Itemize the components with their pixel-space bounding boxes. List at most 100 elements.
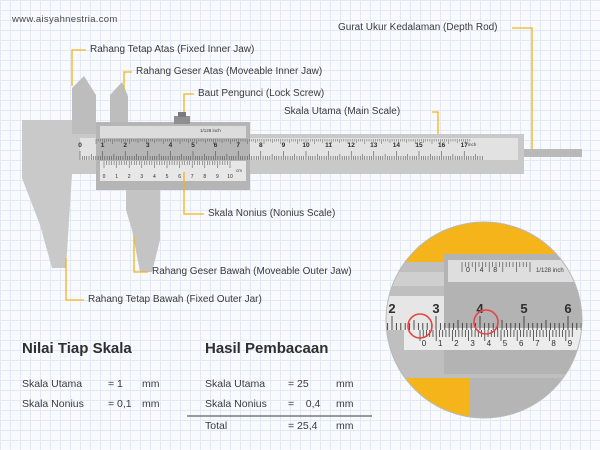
zoom-vernier-number: 8 <box>551 339 556 348</box>
main-scale-number: 3 <box>146 142 150 149</box>
right-row-1-label: Skala Utama <box>205 378 266 390</box>
main-scale-number: 16 <box>438 142 446 149</box>
lock-screw <box>174 116 190 124</box>
zoom-vernier-number: 6 <box>519 339 524 348</box>
right-table-heading: Hasil Pembacaan <box>205 340 329 357</box>
main-scale-number: 1 <box>101 142 105 149</box>
moveable-outer-jaw <box>126 190 160 272</box>
zoom-main-number: 6 <box>564 301 571 316</box>
highlight-circle-match <box>473 309 499 335</box>
leader-fixed-inner-jaw <box>71 49 86 86</box>
zoom-vernier-number: 9 <box>568 339 573 348</box>
left-row-1-unit: mm <box>142 378 160 390</box>
main-scale-number: 12 <box>348 142 356 149</box>
main-scale-number: 8 <box>259 142 263 149</box>
left-row-2-label: Skala Nonius <box>22 398 84 410</box>
leader-lines <box>65 27 533 301</box>
right-row-2-label: Skala Nonius <box>205 398 267 410</box>
main-scale-number: 9 <box>282 142 286 149</box>
vernier-scale-number: 5 <box>166 174 169 180</box>
right-row-3-eq: = 25,4 <box>288 420 318 432</box>
zoom-main-number: 3 <box>432 301 439 316</box>
vernier-scale-number: 10 <box>227 174 233 180</box>
vernier-scale-number: 7 <box>191 174 194 180</box>
leader-main-scale <box>432 111 439 134</box>
zoom-lower-jaw <box>470 378 582 418</box>
zoom-header-text: 1/128 inch <box>536 268 564 274</box>
main-scale-number: 17 <box>461 142 469 149</box>
zoom-vernier-number: 7 <box>535 339 540 348</box>
main-scale-number: 0 <box>78 142 82 149</box>
main-scale-number: 14 <box>393 142 401 149</box>
fixed-outer-jaw <box>22 120 72 268</box>
left-row-2-unit: mm <box>142 398 160 410</box>
zoom-vernier-face <box>404 328 582 350</box>
zoom-header-number: 8 <box>493 267 497 274</box>
main-scale-number: 15 <box>415 142 423 149</box>
vernier-scale-face <box>100 161 246 181</box>
main-scale-number: 2 <box>123 142 127 149</box>
right-row-2-unit: mm <box>336 398 354 410</box>
left-table-heading: Nilai Tiap Skala <box>22 340 132 357</box>
vernier-scale-number: 6 <box>178 174 181 180</box>
leader-moveable-outer-jaw <box>133 236 148 273</box>
label-main-scale: Skala Utama (Main Scale) <box>284 106 401 117</box>
zoom-border <box>385 221 583 419</box>
label-fixed-outer-jaw: Rahang Tetap Bawah (Fixed Outer Jar) <box>88 294 262 305</box>
main-scale-number: 6 <box>214 142 218 149</box>
main-scale-unit: inch <box>468 142 477 147</box>
vernier-scale-number: 0 <box>103 174 106 180</box>
label-lock-screw: Baut Pengunci (Lock Screw) <box>198 88 325 99</box>
main-scale-number: 13 <box>370 142 378 149</box>
fixed-inner-jaw <box>72 76 96 134</box>
right-row-3-unit: mm <box>336 420 354 432</box>
label-fixed-inner-jaw: Rahang Tetap Atas (Fixed Inner Jaw) <box>90 44 255 55</box>
left-row-2-eq: = 0,1 <box>108 398 132 410</box>
label-depth-rod: Gurat Ukur Kedalaman (Depth Rod) <box>338 22 498 33</box>
vernier-unit: cm <box>236 168 242 173</box>
depth-rod <box>520 149 582 157</box>
lock-screw-head <box>178 112 186 117</box>
site-url[interactable]: www.aisyahnestria.com <box>12 14 118 25</box>
vernier-scale-number: 4 <box>153 174 156 180</box>
main-scale-number: 7 <box>236 142 240 149</box>
right-row-1-eq: = 25 <box>288 378 309 390</box>
vernier-scale-number: 1 <box>115 174 118 180</box>
zoom-vernier-number: 3 <box>470 339 475 348</box>
leader-nonius-scale <box>183 172 204 215</box>
main-scale-number: 5 <box>191 142 195 149</box>
leader-depth-rod <box>512 27 533 150</box>
vernier-header-text: 1/128 inch <box>200 128 221 133</box>
zoom-vernier-number: 5 <box>503 339 508 348</box>
zoom-main-number: 5 <box>520 301 527 316</box>
vernier-scale-number: 3 <box>140 174 143 180</box>
zoom-header-plate <box>448 260 582 282</box>
leader-lock-screw <box>183 93 194 112</box>
main-scale-number: 11 <box>325 142 332 149</box>
vernier-scale-number: 8 <box>203 174 206 180</box>
right-row-1-unit: mm <box>336 378 354 390</box>
zoom-header-number: 4 <box>480 267 484 274</box>
vernier-header-plate <box>100 126 246 138</box>
zoom-vernier-number: 2 <box>454 339 459 348</box>
right-row-3-label: Total <box>205 420 228 432</box>
label-moveable-inner-jaw: Rahang Geser Atas (Moveable Inner Jaw) <box>136 66 323 77</box>
label-moveable-outer-jaw: Rahang Geser Bawah (Moveable Outer Jaw) <box>152 266 352 277</box>
vernier-scale-number: 2 <box>128 174 131 180</box>
zoom-main-number: 4 <box>476 301 484 316</box>
left-row-1-eq: = 1 <box>108 378 123 390</box>
highlight-circle-zero <box>407 313 433 339</box>
zoom-vernier-number: 0 <box>422 339 427 348</box>
moveable-inner-jaw <box>110 82 128 122</box>
leader-fixed-outer-jaw <box>65 258 84 301</box>
right-row-2-eq: = 0,4 <box>288 398 321 410</box>
label-nonius-scale: Skala Nonius (Nonius Scale) <box>208 208 336 219</box>
